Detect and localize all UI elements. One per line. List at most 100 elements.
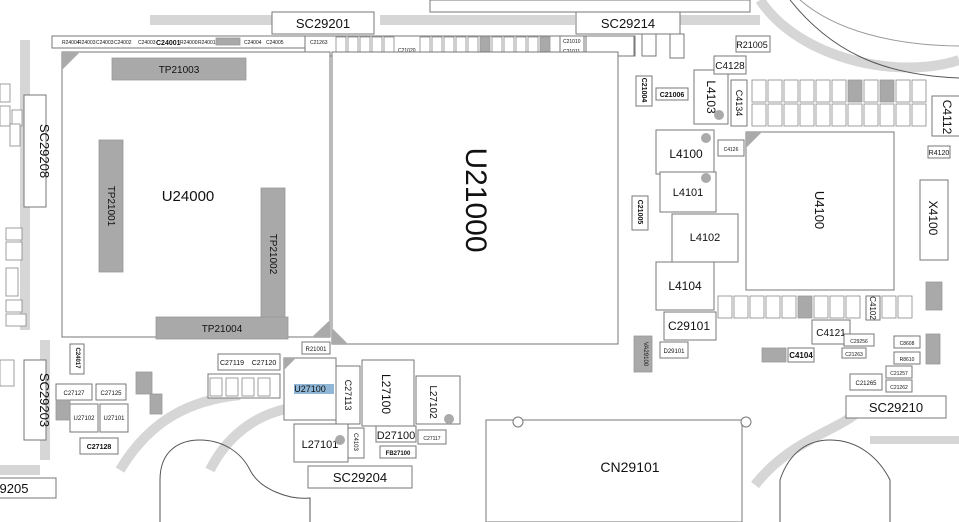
c27111-label: C27117 — [423, 436, 440, 442]
r24000-label: R24000 — [180, 40, 198, 46]
c24005-label: C24005 — [266, 40, 284, 46]
right-bottom-cluster: C29256 C21263 C21265 C8608 R8610 C21257 … — [761, 333, 921, 393]
d27100-label: D27100 — [377, 430, 416, 442]
connector-outline-top-right-inner — [799, 0, 959, 47]
c27127-label: C27127 — [63, 391, 85, 397]
c21020-label: C21020 — [398, 48, 416, 54]
u27102-label: U27102 — [73, 416, 95, 422]
c21005-label: C21005 — [636, 200, 643, 225]
sc29214-label: SC29214 — [601, 16, 655, 31]
tp21002-pad[interactable] — [260, 187, 286, 319]
l4104-box — [655, 261, 715, 311]
c27119-label: C27119 — [220, 360, 244, 367]
c24003b-label: C24003 — [138, 40, 156, 46]
left-bottom-cluster: C27127 C27125 U27102 U27101 C27128 C2401… — [55, 343, 163, 455]
tp21003-pad[interactable] — [111, 57, 247, 81]
sc29210-label: SC29210 — [869, 400, 923, 415]
c27120-label: C27120 — [252, 360, 277, 367]
c27125-label: C27125 — [100, 391, 122, 397]
inductor-group-right: L4103 L4100 L4101 L4102 L4104 — [655, 69, 739, 311]
c40010-label: C21257 — [890, 371, 908, 377]
tp21004-label: TP21004 — [202, 324, 243, 335]
sc29204-box — [307, 465, 413, 489]
l4104-label: L4104 — [668, 279, 702, 293]
x4100-label: X4100 — [926, 201, 940, 236]
l27102-label: L27102 — [427, 385, 438, 419]
c27128-label: C27128 — [87, 444, 112, 451]
sc29203-label: SC29203 — [37, 373, 52, 427]
left-edge-parts — [0, 83, 27, 387]
u21000-component[interactable]: U21000 — [331, 51, 619, 345]
sc29208-box — [23, 94, 47, 208]
sc29214-box — [575, 11, 681, 35]
r21005-label: R21005 — [736, 40, 768, 50]
tp21003-label: TP21003 — [159, 65, 200, 76]
c4102-label: C4102 — [868, 296, 877, 320]
u4100-outline — [745, 131, 895, 291]
connector-top — [429, 0, 751, 13]
c27113-label: C27113 — [343, 380, 353, 411]
screw-labels: SC29201 SC29214 SC29208 SC29203 SC29204 … — [0, 11, 947, 499]
va29100-label: VA29100 — [642, 342, 648, 367]
r4120-label: R4120 — [929, 150, 950, 157]
u21000-label: U21000 — [459, 147, 492, 252]
l4103-label: L4103 — [704, 80, 718, 114]
tp21002-label: TP21002 — [267, 234, 278, 275]
c8609-label: C21265 — [855, 381, 877, 387]
sc29203-box — [23, 359, 47, 441]
c8607-label: C21263 — [845, 352, 863, 358]
sc29201-box — [271, 11, 375, 35]
sc29201-label: SC29201 — [296, 16, 350, 31]
l27101-label: L27101 — [302, 439, 339, 451]
u27100-area: C27119 C27120 R21001 U27100 C27113 L2710… — [207, 341, 461, 463]
c21004-label: C21004 — [640, 78, 647, 103]
l4100-box — [655, 129, 715, 175]
u21000-corner-marker — [332, 328, 348, 344]
u24000-label: U24000 — [162, 188, 215, 205]
u24000-corner-marker — [312, 320, 330, 337]
sc9205-label: 9205 — [0, 481, 28, 496]
r21104-label: C21010 — [563, 39, 581, 45]
u24000-component[interactable]: U24000 TP21003 TP21001 TP21002 TP21004 — [61, 51, 331, 340]
tp21001-label: TP21001 — [105, 186, 116, 227]
passive-grid-right — [717, 79, 943, 365]
c40009-label: R8610 — [900, 357, 915, 363]
c4134-label: C4134 — [734, 90, 744, 117]
u21000-outline — [331, 51, 619, 345]
tp21001-pad[interactable] — [98, 139, 124, 273]
tp21004-pad[interactable] — [155, 316, 289, 340]
sc9205-box — [0, 477, 57, 499]
sc29208-label: SC29208 — [37, 124, 52, 178]
c24003-label: C24003 — [96, 40, 114, 46]
c27112-label: C4103 — [352, 433, 358, 451]
r8610-label: C29256 — [850, 339, 868, 345]
r24003-label: R24003 — [78, 40, 96, 46]
l4100-label: L4100 — [669, 147, 703, 161]
c24001-label: C24001 — [156, 40, 181, 47]
c40006-label: C8608 — [900, 341, 915, 347]
c4104-label: C4104 — [789, 351, 813, 360]
c4126-label: C4126 — [724, 147, 739, 153]
c24002-label: C24002 — [114, 40, 132, 46]
fb27100-label: FB27100 — [386, 451, 411, 457]
c4112-label: C4112 — [940, 100, 954, 135]
c21263-label: C21263 — [310, 40, 328, 46]
c4128-label: C4128 — [715, 61, 745, 72]
cn29101-outline — [485, 419, 743, 522]
sc29204-label: SC29204 — [333, 470, 387, 485]
c29101-label: C29101 — [668, 319, 710, 333]
r24001-label: R24001 — [198, 40, 216, 46]
u24000-pin1-marker — [62, 52, 80, 70]
c24017-label: C24017 — [74, 347, 80, 369]
u4100-component[interactable]: U4100 — [745, 131, 895, 291]
c21006-label: C21006 — [660, 92, 685, 99]
c24004-label: C24004 — [244, 40, 262, 46]
r24004-label: R24004 — [62, 40, 80, 46]
cn29101-connector[interactable]: CN29101 — [485, 416, 752, 522]
l27100-label: L27100 — [379, 374, 393, 414]
u4100-pin1-marker — [746, 132, 762, 148]
u4100-label: U4100 — [812, 191, 827, 229]
top-passive-row: R24004 R24003 C24003 C24002 C24003 C2400… — [51, 35, 313, 49]
u27100-label[interactable]: U27100 — [294, 384, 326, 394]
